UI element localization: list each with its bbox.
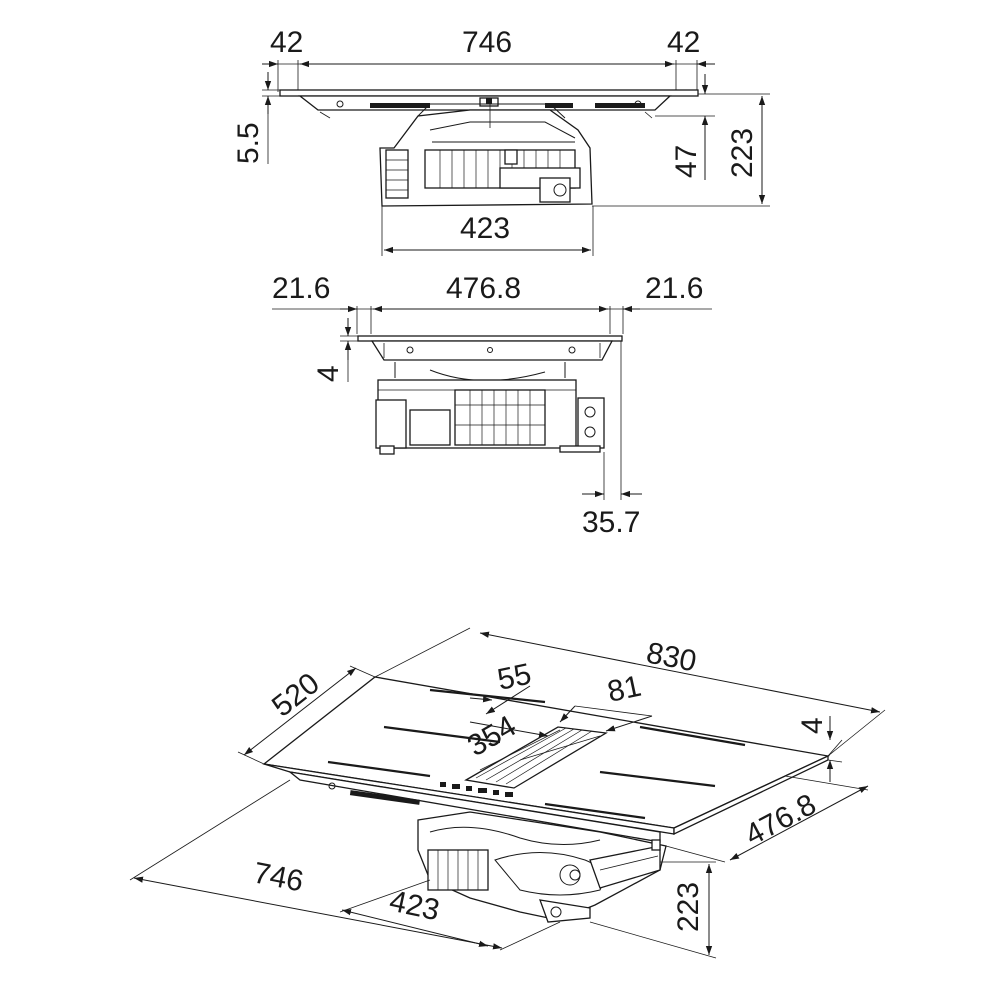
side-right-margin-label: 21.6 xyxy=(645,272,703,305)
side-glass-top xyxy=(357,335,623,342)
front-view: 42 746 42 xyxy=(232,26,770,256)
side-view: 21.6 476.8 21.6 xyxy=(272,272,712,539)
side-width-label: 476.8 xyxy=(446,272,521,305)
iso-extractor-width-label: 81 xyxy=(605,670,645,709)
iso-depth-label: 520 xyxy=(266,667,326,724)
side-offset-label: 35.7 xyxy=(582,506,640,539)
side-left-margin-label: 21.6 xyxy=(272,272,330,305)
front-right-margin-label: 42 xyxy=(667,26,700,59)
iso-extractor-gap-label: 55 xyxy=(495,658,535,697)
front-left-margin-label: 42 xyxy=(270,26,303,59)
iso-cutout-width-label: 746 xyxy=(251,856,306,898)
side-glass-thickness-label: 4 xyxy=(312,365,345,382)
front-side-depth-label: 47 xyxy=(670,145,703,178)
iso-length-label: 830 xyxy=(644,636,699,678)
front-box-width-label: 423 xyxy=(460,212,510,245)
iso-height-label: 223 xyxy=(672,882,705,932)
iso-cutout-depth-label: 476.8 xyxy=(740,788,822,852)
front-total-height-label: 223 xyxy=(726,128,759,178)
front-glass-thickness-label: 5.5 xyxy=(232,122,265,164)
front-glass-top xyxy=(279,89,699,97)
front-width-label: 746 xyxy=(462,26,512,59)
iso-box-width-label: 423 xyxy=(387,885,443,928)
iso-thickness-label: 4 xyxy=(796,717,829,734)
isometric-view: 520 830 55 81 354 4 476.8 223 xyxy=(129,627,886,959)
